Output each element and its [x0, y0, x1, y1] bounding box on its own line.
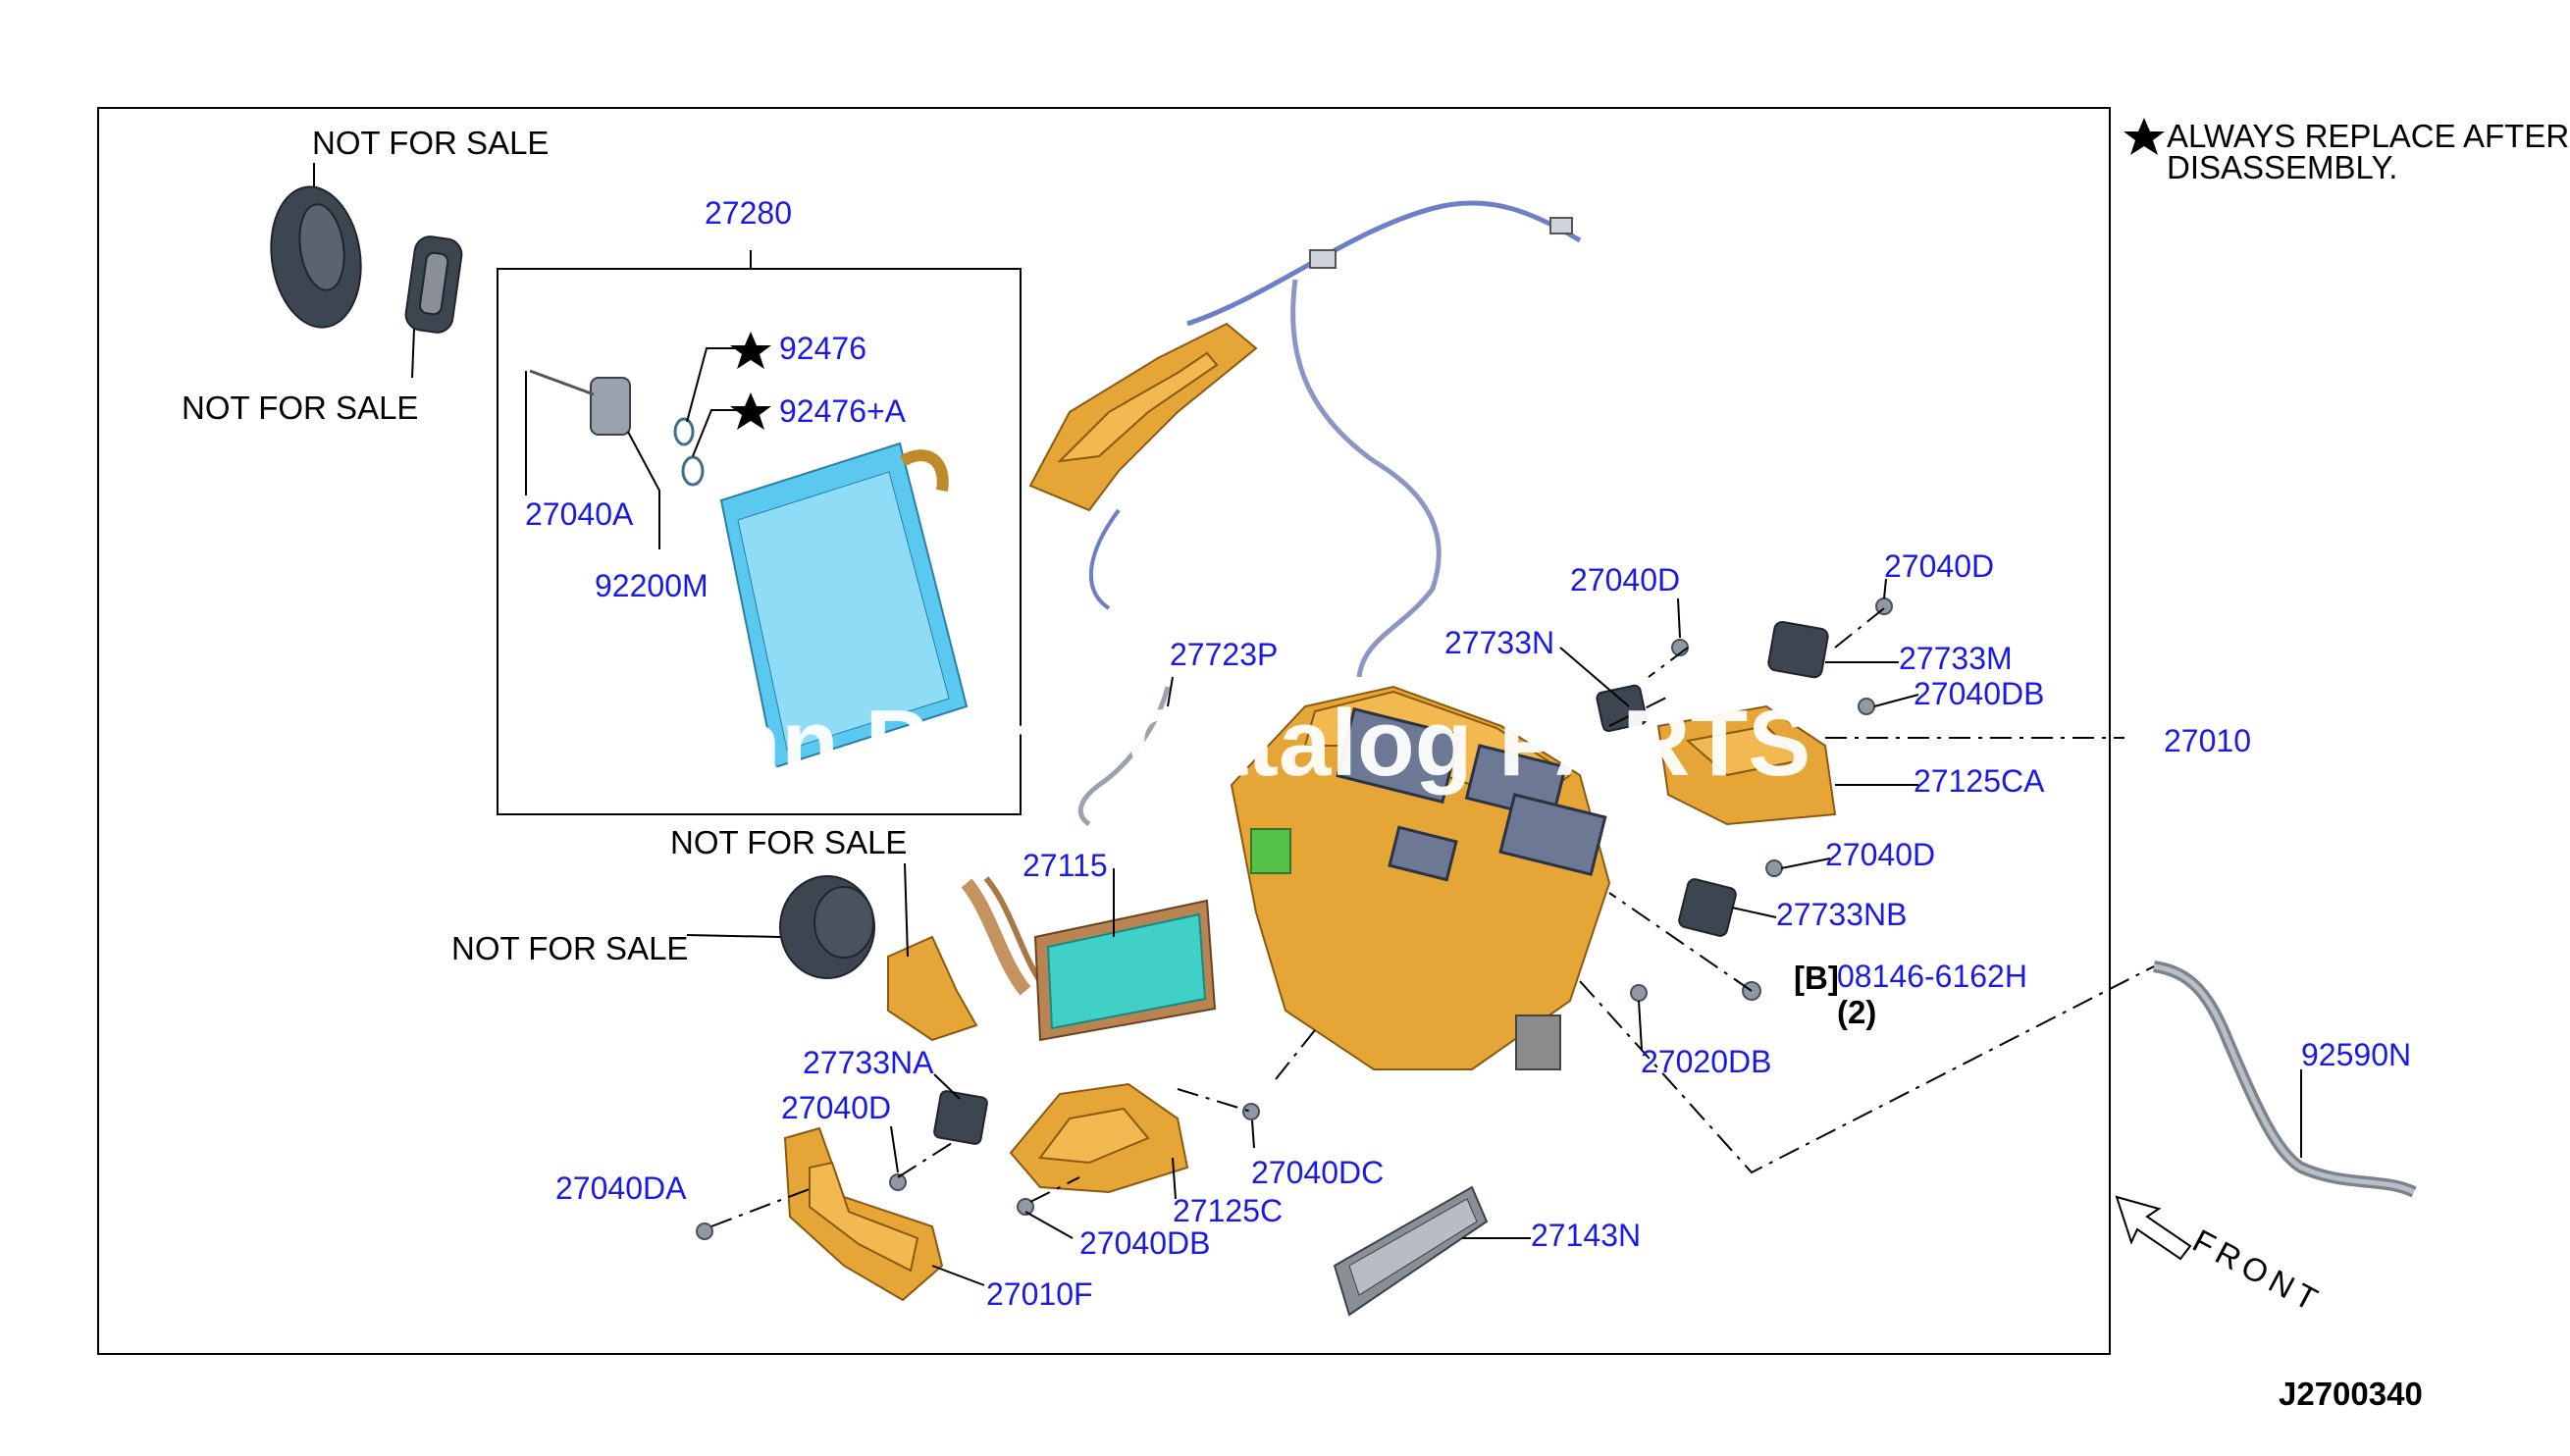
not-for-sale-note: NOT FOR SALE [670, 824, 907, 860]
label-27733NB[interactable]: 27733NB [1776, 897, 1907, 932]
duct-27125CA[interactable] [1656, 704, 1837, 826]
not-for-sale-note: NOT FOR SALE [182, 390, 418, 426]
label-27733N[interactable]: 27733N [1444, 625, 1554, 660]
expansion-valve[interactable] [529, 369, 631, 436]
always-replace-note-line1: ALWAYS REPLACE AFTER [2167, 118, 2569, 154]
label-27723P[interactable]: 27723P [1170, 637, 1278, 672]
label-92476[interactable]: 92476 [779, 331, 866, 366]
label-27040D-left[interactable]: 27040D [781, 1090, 891, 1125]
label-92476a[interactable]: 92476+A [779, 393, 907, 429]
b-tag: [B] [1794, 960, 1839, 996]
label-27125CA[interactable]: 27125CA [1914, 763, 2045, 799]
not-for-sale-note: NOT FOR SALE [451, 930, 688, 966]
wiring-harness[interactable] [1088, 200, 1582, 678]
hvac-housing[interactable] [1230, 685, 1611, 1070]
label-27115[interactable]: 27115 [1023, 848, 1108, 883]
filter-27143N[interactable] [1333, 1185, 1489, 1317]
label-27040A[interactable]: 27040A [525, 496, 634, 532]
label-27733NA[interactable]: 27733NA [803, 1045, 934, 1080]
quantity-note: (2) [1837, 994, 1876, 1030]
label-27040DB-bottom[interactable]: 27040DB [1079, 1225, 1210, 1261]
label-27040D-mid[interactable]: 27040D [1825, 837, 1935, 872]
not-for-sale-note: NOT FOR SALE [312, 125, 549, 161]
label-27010-cut[interactable]: 27010 [2164, 723, 2251, 758]
leader-lines [313, 163, 2302, 1286]
seal-gasket-large[interactable] [262, 181, 369, 333]
star-icon [2124, 118, 2165, 155]
screw-27040DB-right[interactable] [1858, 698, 1875, 715]
actuator-27733N[interactable] [1596, 684, 1648, 733]
upper-duct[interactable] [1028, 322, 1258, 512]
label-27143N[interactable]: 27143N [1531, 1218, 1641, 1253]
actuator-27733M[interactable] [1767, 620, 1829, 679]
label-27125C[interactable]: 27125C [1173, 1193, 1283, 1228]
o-rings[interactable] [673, 417, 705, 487]
label-08146-6162H[interactable]: 08146-6162H [1837, 959, 2027, 994]
star-icon [730, 332, 771, 369]
label-27040DB-right[interactable]: 27040DB [1914, 676, 2044, 711]
dash-lines [710, 607, 2155, 1227]
label-27280[interactable]: 27280 [705, 195, 792, 231]
label-27040D-right[interactable]: 27040D [1884, 548, 1994, 584]
cover-bracket[interactable] [887, 935, 978, 1042]
label-27733M[interactable]: 27733M [1899, 641, 2013, 676]
screw-27040D-mid[interactable] [1765, 859, 1783, 877]
duct-27010F[interactable] [783, 1126, 944, 1302]
heater-core[interactable] [961, 876, 1217, 1042]
label-27020DB[interactable]: 27020DB [1641, 1044, 1771, 1079]
label-27040DA[interactable]: 27040DA [555, 1170, 687, 1206]
front-arrow-icon [2115, 1195, 2192, 1261]
seal-gasket-small[interactable] [404, 234, 464, 335]
label-27040D-top[interactable]: 27040D [1570, 562, 1680, 598]
pipe-27723P[interactable] [1077, 686, 1171, 827]
label-27010F[interactable]: 27010F [986, 1276, 1093, 1312]
screw-27020DB[interactable] [1630, 984, 1648, 1002]
diagram-frame [97, 107, 2111, 1355]
diagram-id: J2700340 [2279, 1376, 2423, 1412]
evaporator-kit-box [497, 268, 1022, 815]
screw-27040DA[interactable] [696, 1222, 713, 1240]
label-27040DC[interactable]: 27040DC [1251, 1155, 1384, 1190]
actuator-27733NA[interactable] [933, 1090, 988, 1145]
pipe-92590N[interactable] [2152, 961, 2417, 1198]
watermark: Nissan Parts Catalog PARTS [530, 691, 1810, 796]
front-label: FRONT [2187, 1222, 2329, 1321]
duct-27125C[interactable] [1009, 1082, 1189, 1194]
blower-motor-gasket[interactable] [779, 875, 875, 979]
evaporator-core[interactable] [719, 442, 969, 769]
actuator-27733NB[interactable] [1678, 878, 1738, 938]
screw-27040D-left[interactable] [889, 1173, 907, 1191]
label-92590N[interactable]: 92590N [2301, 1037, 2411, 1072]
always-replace-note-line2: DISASSEMBLY. [2167, 149, 2397, 185]
label-92200M[interactable]: 92200M [595, 568, 708, 603]
screw-27040DC[interactable] [1242, 1103, 1260, 1120]
star-icon [730, 392, 771, 430]
screw-27040DB-bottom[interactable] [1017, 1198, 1034, 1216]
